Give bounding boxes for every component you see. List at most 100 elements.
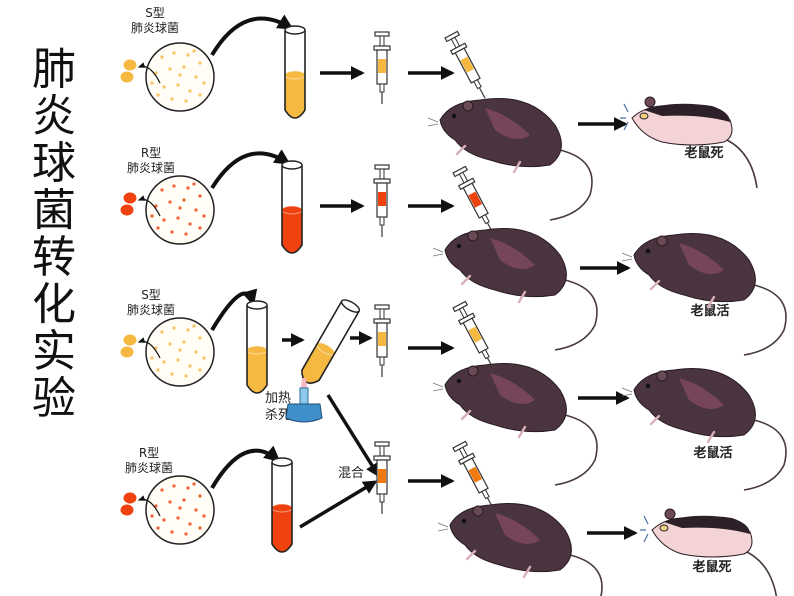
colony-dot: [198, 226, 202, 230]
colony-dot: [170, 372, 174, 376]
row4-injected-mouse: [437, 502, 603, 596]
row4-result-mouse-dead: [640, 508, 778, 596]
row3-to-mix-arrow: [326, 394, 380, 478]
row1-syringe: [373, 31, 391, 104]
row2-injected-mouse: [432, 227, 598, 351]
row3-syringe: [373, 304, 391, 377]
colony-dot: [172, 51, 176, 55]
mouse-ear: [656, 235, 668, 247]
row3-strain-label: S型 肺炎球菌: [116, 288, 186, 318]
mouse-eye: [456, 378, 462, 384]
colony-dot: [182, 198, 186, 202]
syringe-hub: [481, 488, 490, 500]
colony-dot: [178, 206, 182, 210]
syringe-hub: [379, 83, 385, 93]
mouse-ear: [462, 100, 474, 112]
petri-dish: [145, 42, 215, 112]
liquid-surface: [284, 70, 306, 80]
liquid-surface: [246, 345, 268, 355]
row4-syringe: [373, 441, 391, 514]
mouse-feet: [649, 279, 716, 309]
syringe-liquid: [468, 466, 483, 483]
syringe-hub: [379, 493, 385, 503]
colony-dot: [154, 346, 158, 350]
colony-dot: [162, 518, 166, 522]
mouse-tail: [743, 419, 787, 491]
row1-strain-type: S型: [145, 6, 165, 20]
row1-strain-label: S型 肺炎球菌: [120, 6, 190, 36]
colony-dot: [188, 522, 192, 526]
mouse-ear: [644, 96, 656, 108]
fur-highlight: [490, 238, 535, 269]
mouse-tail: [554, 414, 598, 486]
colony-dot: [176, 358, 180, 362]
colony-dot: [186, 486, 190, 490]
mouse-ear: [467, 230, 479, 242]
tube-mouth: [246, 300, 268, 310]
mouse-whiskers: [621, 252, 633, 262]
row2-petri-dish: [120, 175, 215, 245]
row1-transfer-arrow: [210, 14, 294, 57]
colony-dot: [170, 230, 174, 234]
row1-culture-tube: [284, 25, 306, 119]
mouse-ear: [472, 505, 484, 517]
colony-dot: [198, 93, 202, 97]
mouse-feet: [465, 549, 532, 579]
petri-dish: [145, 475, 215, 545]
row3-transfer-arrow: [210, 288, 258, 332]
colony-dot: [172, 484, 176, 488]
mouse-tail: [569, 554, 603, 596]
row3-injection-syringe: [452, 300, 494, 369]
diagram-title: 肺炎球菌转化实验: [32, 44, 76, 424]
mouse-eye: [461, 518, 467, 524]
mouse-eye: [451, 113, 457, 119]
colony-dot: [162, 85, 166, 89]
colony-dot: [182, 65, 186, 69]
colony-dot: [168, 500, 172, 504]
syringe-liquid: [468, 326, 483, 343]
colony-dot: [194, 208, 198, 212]
colony-dot: [156, 93, 160, 97]
syringe-hub: [481, 213, 490, 225]
row3-culture-tube: [246, 300, 268, 394]
syringe-hub: [473, 78, 482, 90]
row3-petri-dish: [120, 317, 215, 387]
syringe-liquid: [468, 191, 483, 208]
syringe-liquid: [378, 59, 386, 73]
mouse-feet: [460, 274, 527, 304]
mouse-whiskers: [621, 387, 633, 397]
colony-dot: [184, 99, 188, 103]
colony-dot: [198, 194, 202, 198]
mouse-eye: [645, 248, 651, 254]
tube-mouth: [340, 299, 361, 313]
row1-injection-syringe: [444, 30, 486, 99]
finger-grip: [373, 455, 391, 461]
syringe-needle: [478, 87, 486, 99]
bacterium-icon: [120, 504, 134, 516]
row4-petri-dish: [120, 475, 215, 545]
colony-dot: [182, 498, 186, 502]
colony-dot: [170, 97, 174, 101]
colony-dot: [198, 61, 202, 65]
colony-dot: [188, 364, 192, 368]
row4-injection-syringe: [452, 440, 494, 509]
mouse-eye: [659, 524, 669, 532]
mouse-eye: [456, 243, 462, 249]
colony-dot: [172, 326, 176, 330]
fur-highlight: [485, 108, 530, 139]
syringe-hub: [379, 356, 385, 366]
mouse-tail: [743, 284, 787, 356]
row4-culture-tube: [271, 457, 293, 553]
row2-strain-name: 肺炎球菌: [126, 161, 175, 175]
row1-result-label: 老鼠死: [684, 146, 724, 161]
colony-dot: [156, 368, 160, 372]
colony-dot: [192, 482, 196, 486]
row4-strain-label: R型 肺炎球菌: [114, 446, 184, 476]
kill-label: 杀死: [264, 408, 291, 423]
colony-dot: [186, 53, 190, 57]
alcohol-lamp: [285, 403, 323, 423]
row1-strain-name: 肺炎球菌: [130, 21, 179, 35]
row4-strain-type: R型: [138, 446, 160, 460]
row3-result-label: 老鼠活: [693, 446, 733, 461]
